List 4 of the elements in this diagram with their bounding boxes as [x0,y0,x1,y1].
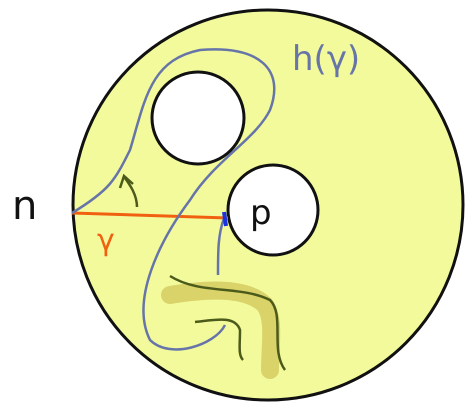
curve-label: γ [97,226,115,256]
point-label: n [12,186,38,226]
point-label: p [250,196,272,230]
curve-label: h(γ) [292,42,360,76]
